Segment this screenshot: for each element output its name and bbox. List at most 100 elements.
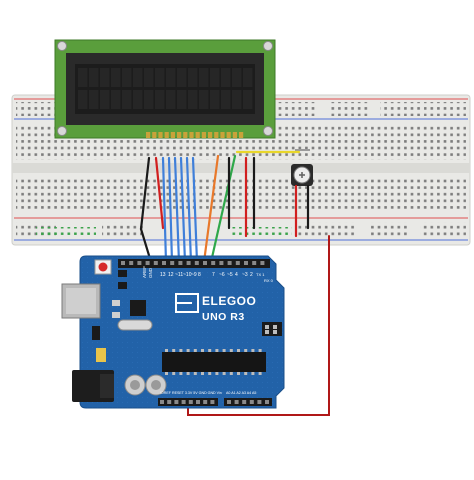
header-pin — [234, 400, 239, 404]
lcd-pin — [177, 132, 182, 138]
lcd-cell — [243, 90, 253, 109]
header-pin — [170, 261, 175, 265]
lcd-cell — [133, 90, 143, 109]
lcd-cell — [210, 90, 220, 109]
blue-wire — [173, 156, 181, 264]
arduino-board: ELEGOO UNO R3 GND AREF 13 12 ~11 ~10 ~9 … — [61, 255, 285, 409]
header-pin — [260, 261, 265, 265]
crystal — [117, 319, 153, 331]
header-label-d12: 12 — [168, 272, 174, 278]
analog-header-labels: A0 A1 A2 A3 A4 A5 — [226, 391, 256, 395]
mount-hole — [263, 126, 273, 136]
lcd-cell — [89, 68, 99, 87]
model-label: UNO R3 — [202, 311, 245, 323]
lcd-pin — [201, 132, 206, 138]
lcd-cell — [144, 68, 154, 87]
lcd-cell — [166, 90, 176, 109]
mount-hole — [263, 41, 273, 51]
bottom-power-rail — [14, 217, 468, 241]
lcd-cell — [188, 90, 198, 109]
header-label-d2: 2 — [250, 272, 253, 278]
header-label-rx: RX 0 — [264, 278, 274, 283]
header-pin — [211, 261, 216, 265]
header-pin — [257, 400, 262, 404]
lcd-cell — [177, 90, 187, 109]
lcd-cell — [133, 68, 143, 87]
header-label-d13: 13 — [160, 272, 166, 278]
lcd-cell — [155, 68, 165, 87]
brand-label: ELEGOO — [202, 294, 256, 308]
header-pin — [203, 261, 207, 265]
header-label-gnd: GND — [148, 267, 153, 278]
header-pin — [129, 261, 134, 265]
mount-hole — [57, 126, 67, 136]
header-label-d5: ~5 — [227, 272, 233, 278]
power-header: IOREF RESET 3.3V 5V GND GND Vin — [158, 391, 222, 406]
lower-hole-grid — [16, 176, 466, 212]
lcd-cell — [144, 90, 154, 109]
lcd-pin — [232, 132, 237, 138]
header-label-d10: ~10 — [183, 272, 192, 278]
header-label-d3: ~3 — [242, 272, 248, 278]
lcd-pin — [220, 132, 225, 138]
header-label-d4: 4 — [235, 272, 238, 278]
lcd-cell — [100, 68, 110, 87]
header-pin — [265, 400, 269, 404]
lcd-header-pins — [146, 132, 244, 138]
lcd-cell — [221, 68, 231, 87]
usb-controller-chip — [130, 300, 146, 316]
header-pin — [181, 400, 186, 404]
header-pin — [244, 261, 248, 265]
analog-header: A0 A1 A2 A3 A4 A5 — [224, 391, 272, 406]
lcd-pin — [239, 132, 244, 138]
header-label-d6: ~6 — [219, 272, 225, 278]
header-pin — [121, 261, 125, 265]
header-label-d9: ~9 — [191, 272, 197, 278]
lcd-module — [54, 39, 276, 139]
header-pin — [227, 400, 231, 404]
lcd-pin — [226, 132, 231, 138]
lcd-pin — [183, 132, 188, 138]
center-channel — [12, 163, 470, 173]
lcd-cell — [122, 68, 132, 87]
header-pin — [178, 261, 183, 265]
header-pin — [145, 261, 150, 265]
blue-wire — [191, 156, 199, 264]
lcd-cell — [78, 90, 88, 109]
lcd-pin — [170, 132, 175, 138]
lcd-cell — [89, 90, 99, 109]
header-pin — [203, 400, 208, 404]
lcd-cell — [232, 90, 242, 109]
header-label-tx: TX 1 — [256, 272, 265, 277]
header-label-d11: ~11 — [175, 272, 183, 278]
lcd-cell — [188, 68, 198, 87]
header-pin — [210, 400, 215, 404]
lcd-character-cells — [78, 68, 253, 109]
lcd-pin — [152, 132, 157, 138]
black-wire — [139, 156, 151, 231]
lcd-cell — [221, 90, 231, 109]
lcd-cell — [122, 90, 132, 109]
header-pin — [196, 400, 200, 404]
lcd-pin — [189, 132, 194, 138]
lcd-pin — [195, 132, 200, 138]
blue-wire — [179, 156, 187, 264]
top-power-rail — [14, 98, 468, 120]
header-pin — [162, 261, 166, 265]
elegoo-logo — [175, 293, 199, 313]
lcd-pin — [208, 132, 213, 138]
icsp-header — [262, 322, 282, 336]
lcd-cell — [199, 68, 209, 87]
power-header-labels: IOREF RESET 3.3V 5V GND GND Vin — [160, 391, 222, 395]
header-pin — [188, 400, 193, 404]
lcd-cell — [210, 68, 220, 87]
header-pin — [174, 400, 179, 404]
lcd-cell — [243, 68, 253, 87]
green-wire — [209, 154, 237, 264]
mount-hole — [57, 41, 67, 51]
header-label-aref: AREF — [142, 266, 147, 278]
lcd-pin — [214, 132, 219, 138]
lcd-cell — [199, 90, 209, 109]
blue-wire — [185, 156, 193, 264]
